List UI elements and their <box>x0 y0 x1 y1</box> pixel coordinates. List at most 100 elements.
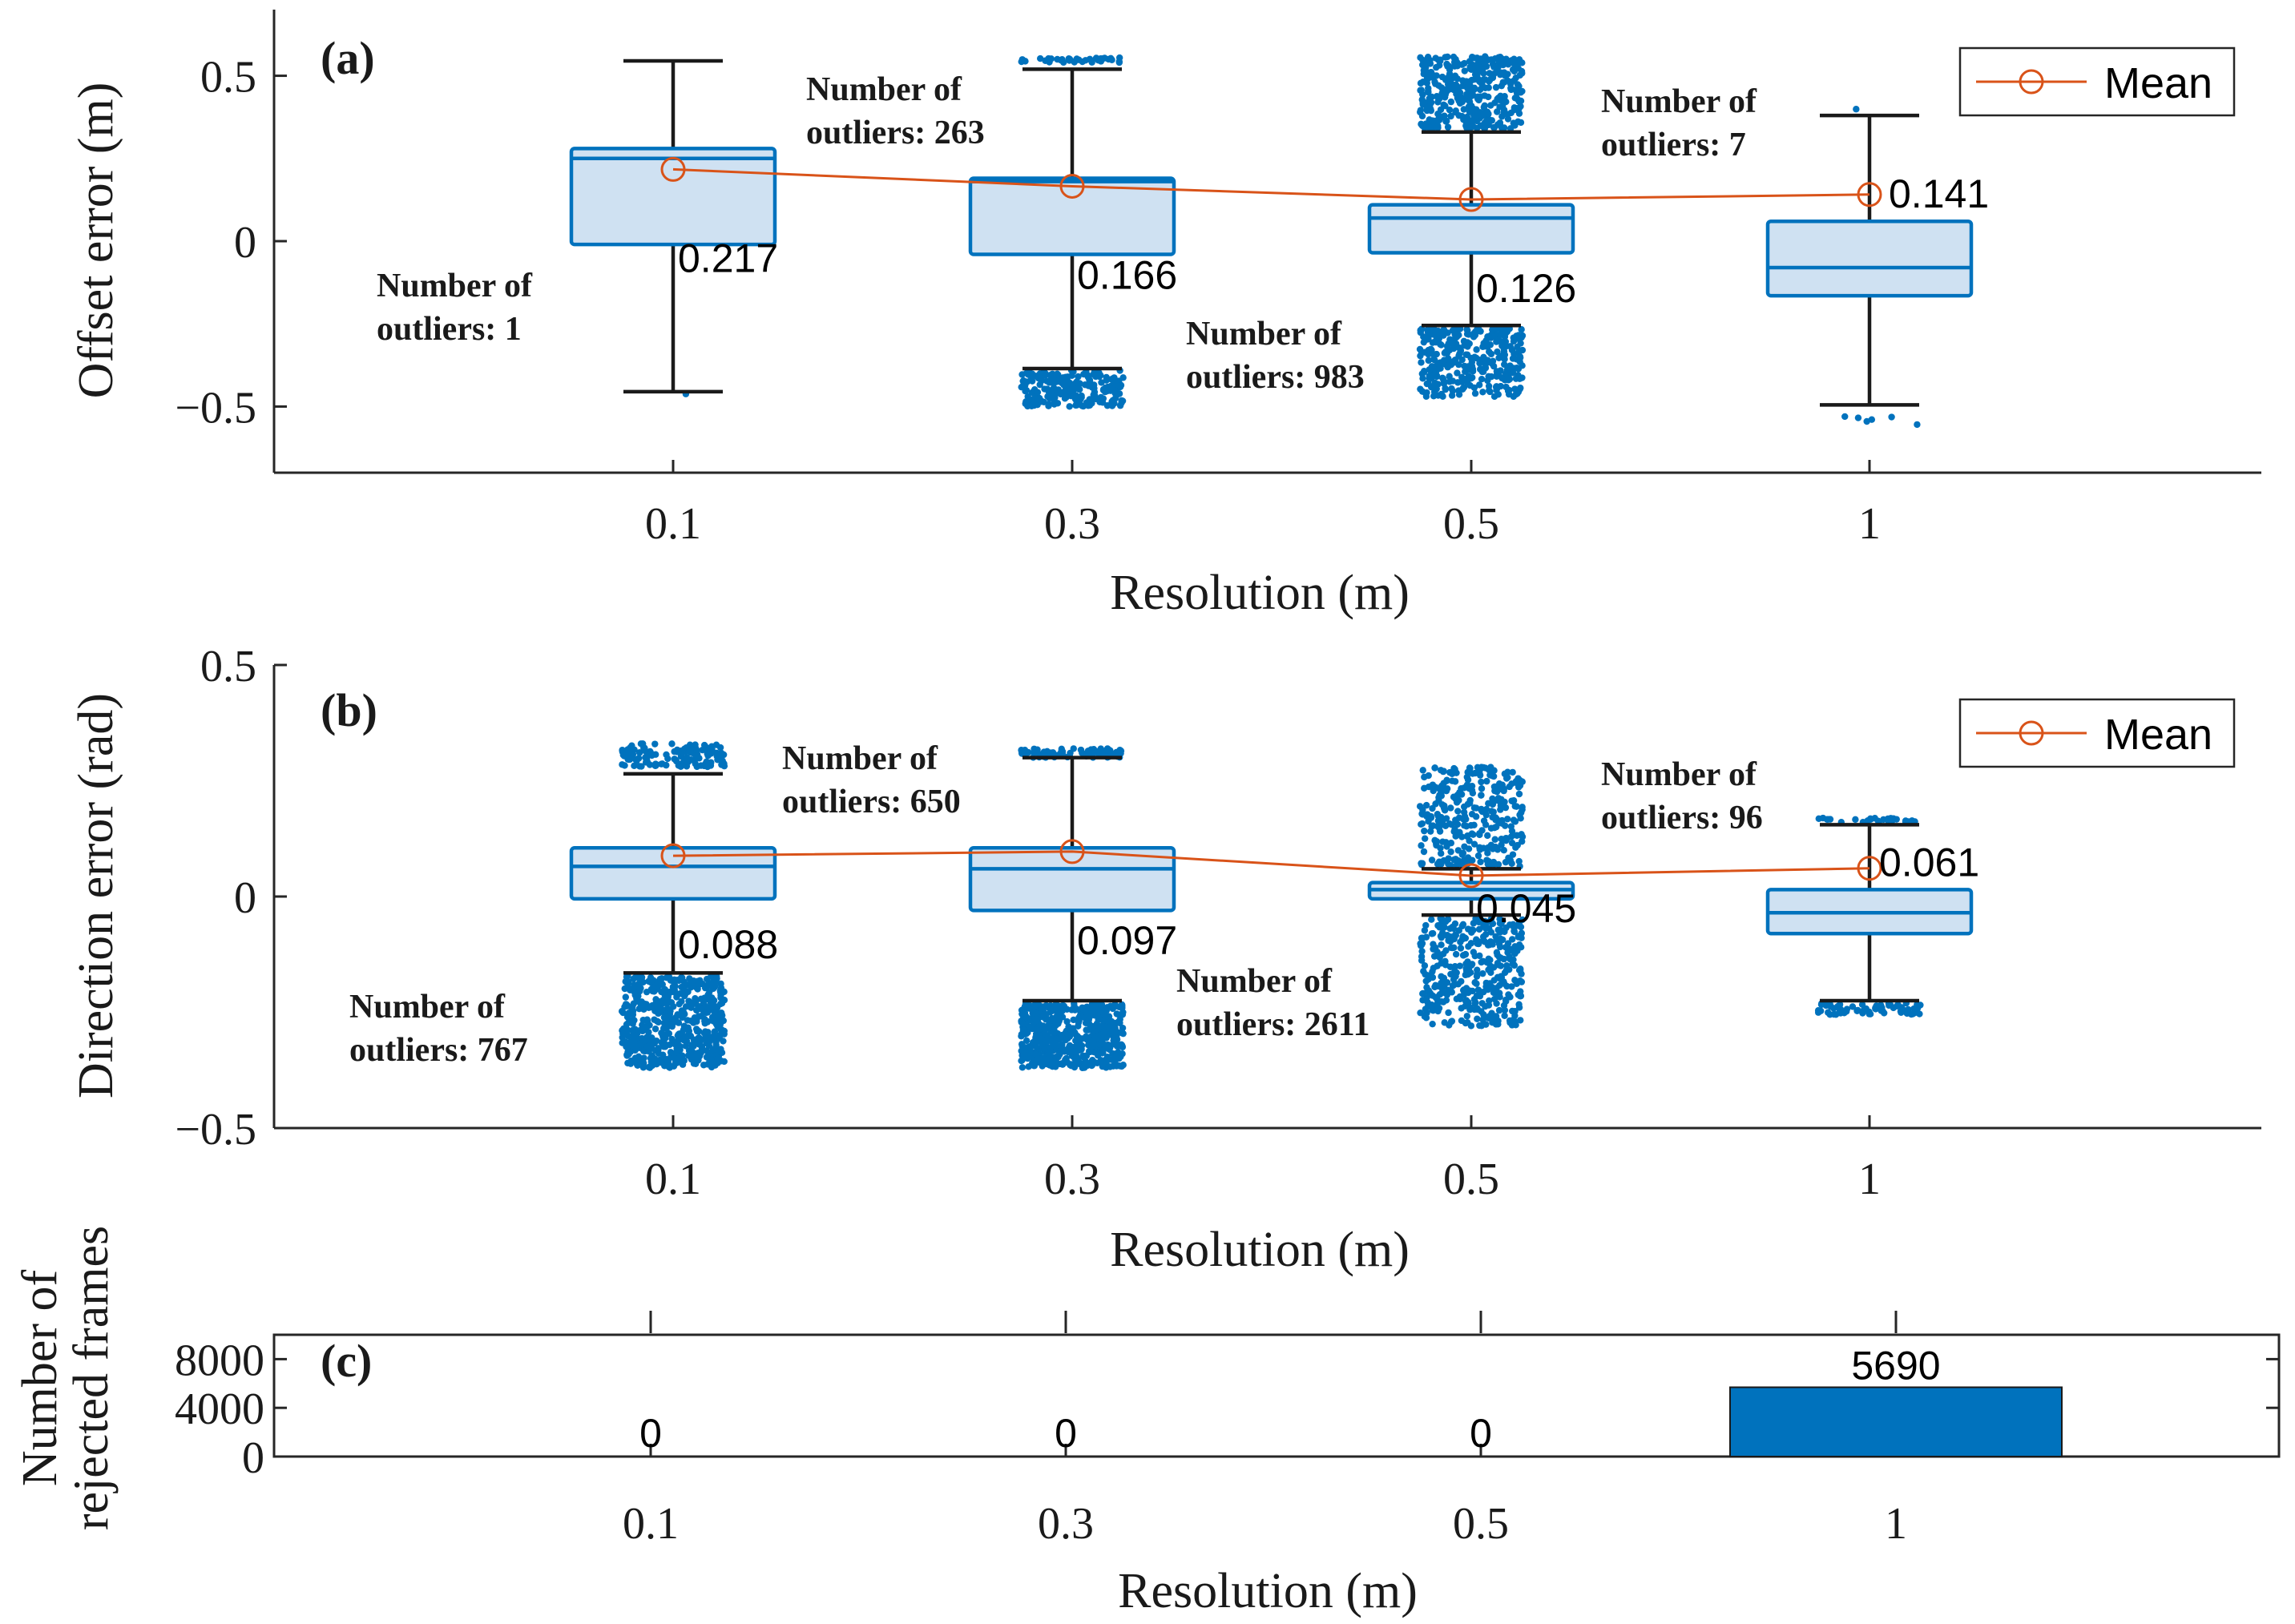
outlier-point <box>715 1046 723 1054</box>
outlier-point <box>635 973 642 981</box>
outlier-point <box>619 748 627 756</box>
outlier-point <box>1486 957 1494 964</box>
outlier-point <box>1511 55 1518 62</box>
outlier-point <box>1480 103 1488 111</box>
outlier-point <box>1484 57 1491 64</box>
outlier-point <box>1504 949 1511 957</box>
outlier-point <box>1874 817 1882 824</box>
outlier-point <box>1078 1046 1085 1054</box>
outlier-point <box>1507 84 1515 92</box>
x-tick-label: 0.3 <box>1044 499 1100 549</box>
outlier-point <box>688 984 695 991</box>
outlier-point <box>1422 801 1430 809</box>
outlier-point <box>1516 353 1524 361</box>
outlier-point <box>1476 987 1483 995</box>
outlier-point <box>1498 55 1506 62</box>
outlier-point <box>1434 1007 1442 1015</box>
outlier-point <box>1088 1061 1096 1069</box>
outlier-point <box>1868 416 1876 423</box>
outlier-point <box>1434 817 1442 824</box>
outlier-point <box>1029 1009 1036 1017</box>
outlier-point <box>692 1060 700 1068</box>
outlier-point <box>1440 780 1447 787</box>
outlier-point <box>1491 836 1498 843</box>
outlier-point <box>1022 1013 1030 1021</box>
outlier-point <box>1434 823 1442 830</box>
outlier-point <box>1518 326 1525 333</box>
outlier-point <box>1478 68 1485 75</box>
outlier-point <box>695 1013 702 1020</box>
outlier-point <box>1444 53 1451 61</box>
outlier-point <box>1476 86 1484 94</box>
outlier-point <box>1465 943 1472 950</box>
outlier-point <box>1072 1037 1079 1045</box>
outlier-point <box>1517 1017 1524 1024</box>
outlier-point <box>621 985 628 993</box>
outlier-point <box>1463 1013 1471 1020</box>
outlier-point <box>1487 915 1495 923</box>
outlier-point <box>1446 925 1454 933</box>
outlier-point <box>651 740 659 748</box>
outlier-point <box>1515 941 1523 949</box>
outlier-point <box>1453 995 1461 1003</box>
outlier-point <box>1076 1011 1084 1019</box>
outlier-point <box>1442 86 1450 93</box>
outlier-point <box>1070 1016 1077 1024</box>
outlier-point <box>623 1043 630 1050</box>
outliers-0.3 <box>1018 745 1127 1072</box>
outlier-point <box>707 762 715 769</box>
outlier-point <box>1438 73 1446 81</box>
outlier-point <box>1119 1042 1126 1050</box>
outlier-point <box>1864 817 1871 824</box>
y-tick-label: 0.5 <box>200 53 256 103</box>
outlier-point <box>1034 389 1042 396</box>
outlier-point <box>1425 357 1432 365</box>
outlier-point <box>1021 748 1029 756</box>
outlier-point <box>657 981 665 988</box>
outlier-point <box>1467 1022 1475 1030</box>
outlier-point <box>1453 83 1461 90</box>
outlier-point <box>1482 983 1490 990</box>
outlier-point <box>1458 977 1465 985</box>
outlier-point <box>1472 813 1480 820</box>
outlier-point <box>1512 74 1519 82</box>
outlier-point <box>1483 856 1490 864</box>
outlier-point <box>1092 395 1099 403</box>
outlier-point <box>662 1016 670 1023</box>
outlier-point <box>1062 1056 1069 1063</box>
outlier-point <box>1418 120 1425 128</box>
outlier-point <box>658 975 666 982</box>
outlier-point <box>1493 985 1500 992</box>
outlier-point <box>710 1032 717 1040</box>
outlier-point <box>1110 1040 1117 1048</box>
outlier-point <box>680 1035 687 1042</box>
outlier-point <box>1515 784 1523 791</box>
outlier-point <box>1514 81 1522 88</box>
outlier-point <box>704 1050 712 1058</box>
outlier-point <box>1465 845 1473 852</box>
outlier-point <box>1466 86 1473 94</box>
outlier-point <box>1486 387 1493 394</box>
outlier-point <box>1426 347 1433 354</box>
x-tick-label: 0.5 <box>1453 1499 1509 1549</box>
boxplot-0.3 <box>968 67 1176 371</box>
iqr-box <box>968 846 1176 913</box>
outlier-point <box>1418 842 1425 849</box>
outlier-point <box>1493 1020 1500 1027</box>
outlier-point <box>1046 58 1053 66</box>
outlier-point <box>1487 929 1495 936</box>
outlier-point <box>1022 1030 1031 1038</box>
outlier-point <box>1466 837 1473 844</box>
outlier-point <box>665 1063 672 1070</box>
outlier-point <box>1497 92 1504 100</box>
outlier-point <box>1427 99 1435 107</box>
outliers-0.5 <box>1416 764 1527 1030</box>
outlier-point <box>639 1064 647 1071</box>
outlier-point <box>1447 112 1454 120</box>
outlier-point <box>1437 850 1445 857</box>
outlier-point <box>1501 969 1509 977</box>
mean-marker <box>1458 863 1484 889</box>
outlier-point <box>1072 401 1079 409</box>
outlier-point <box>1494 108 1501 115</box>
